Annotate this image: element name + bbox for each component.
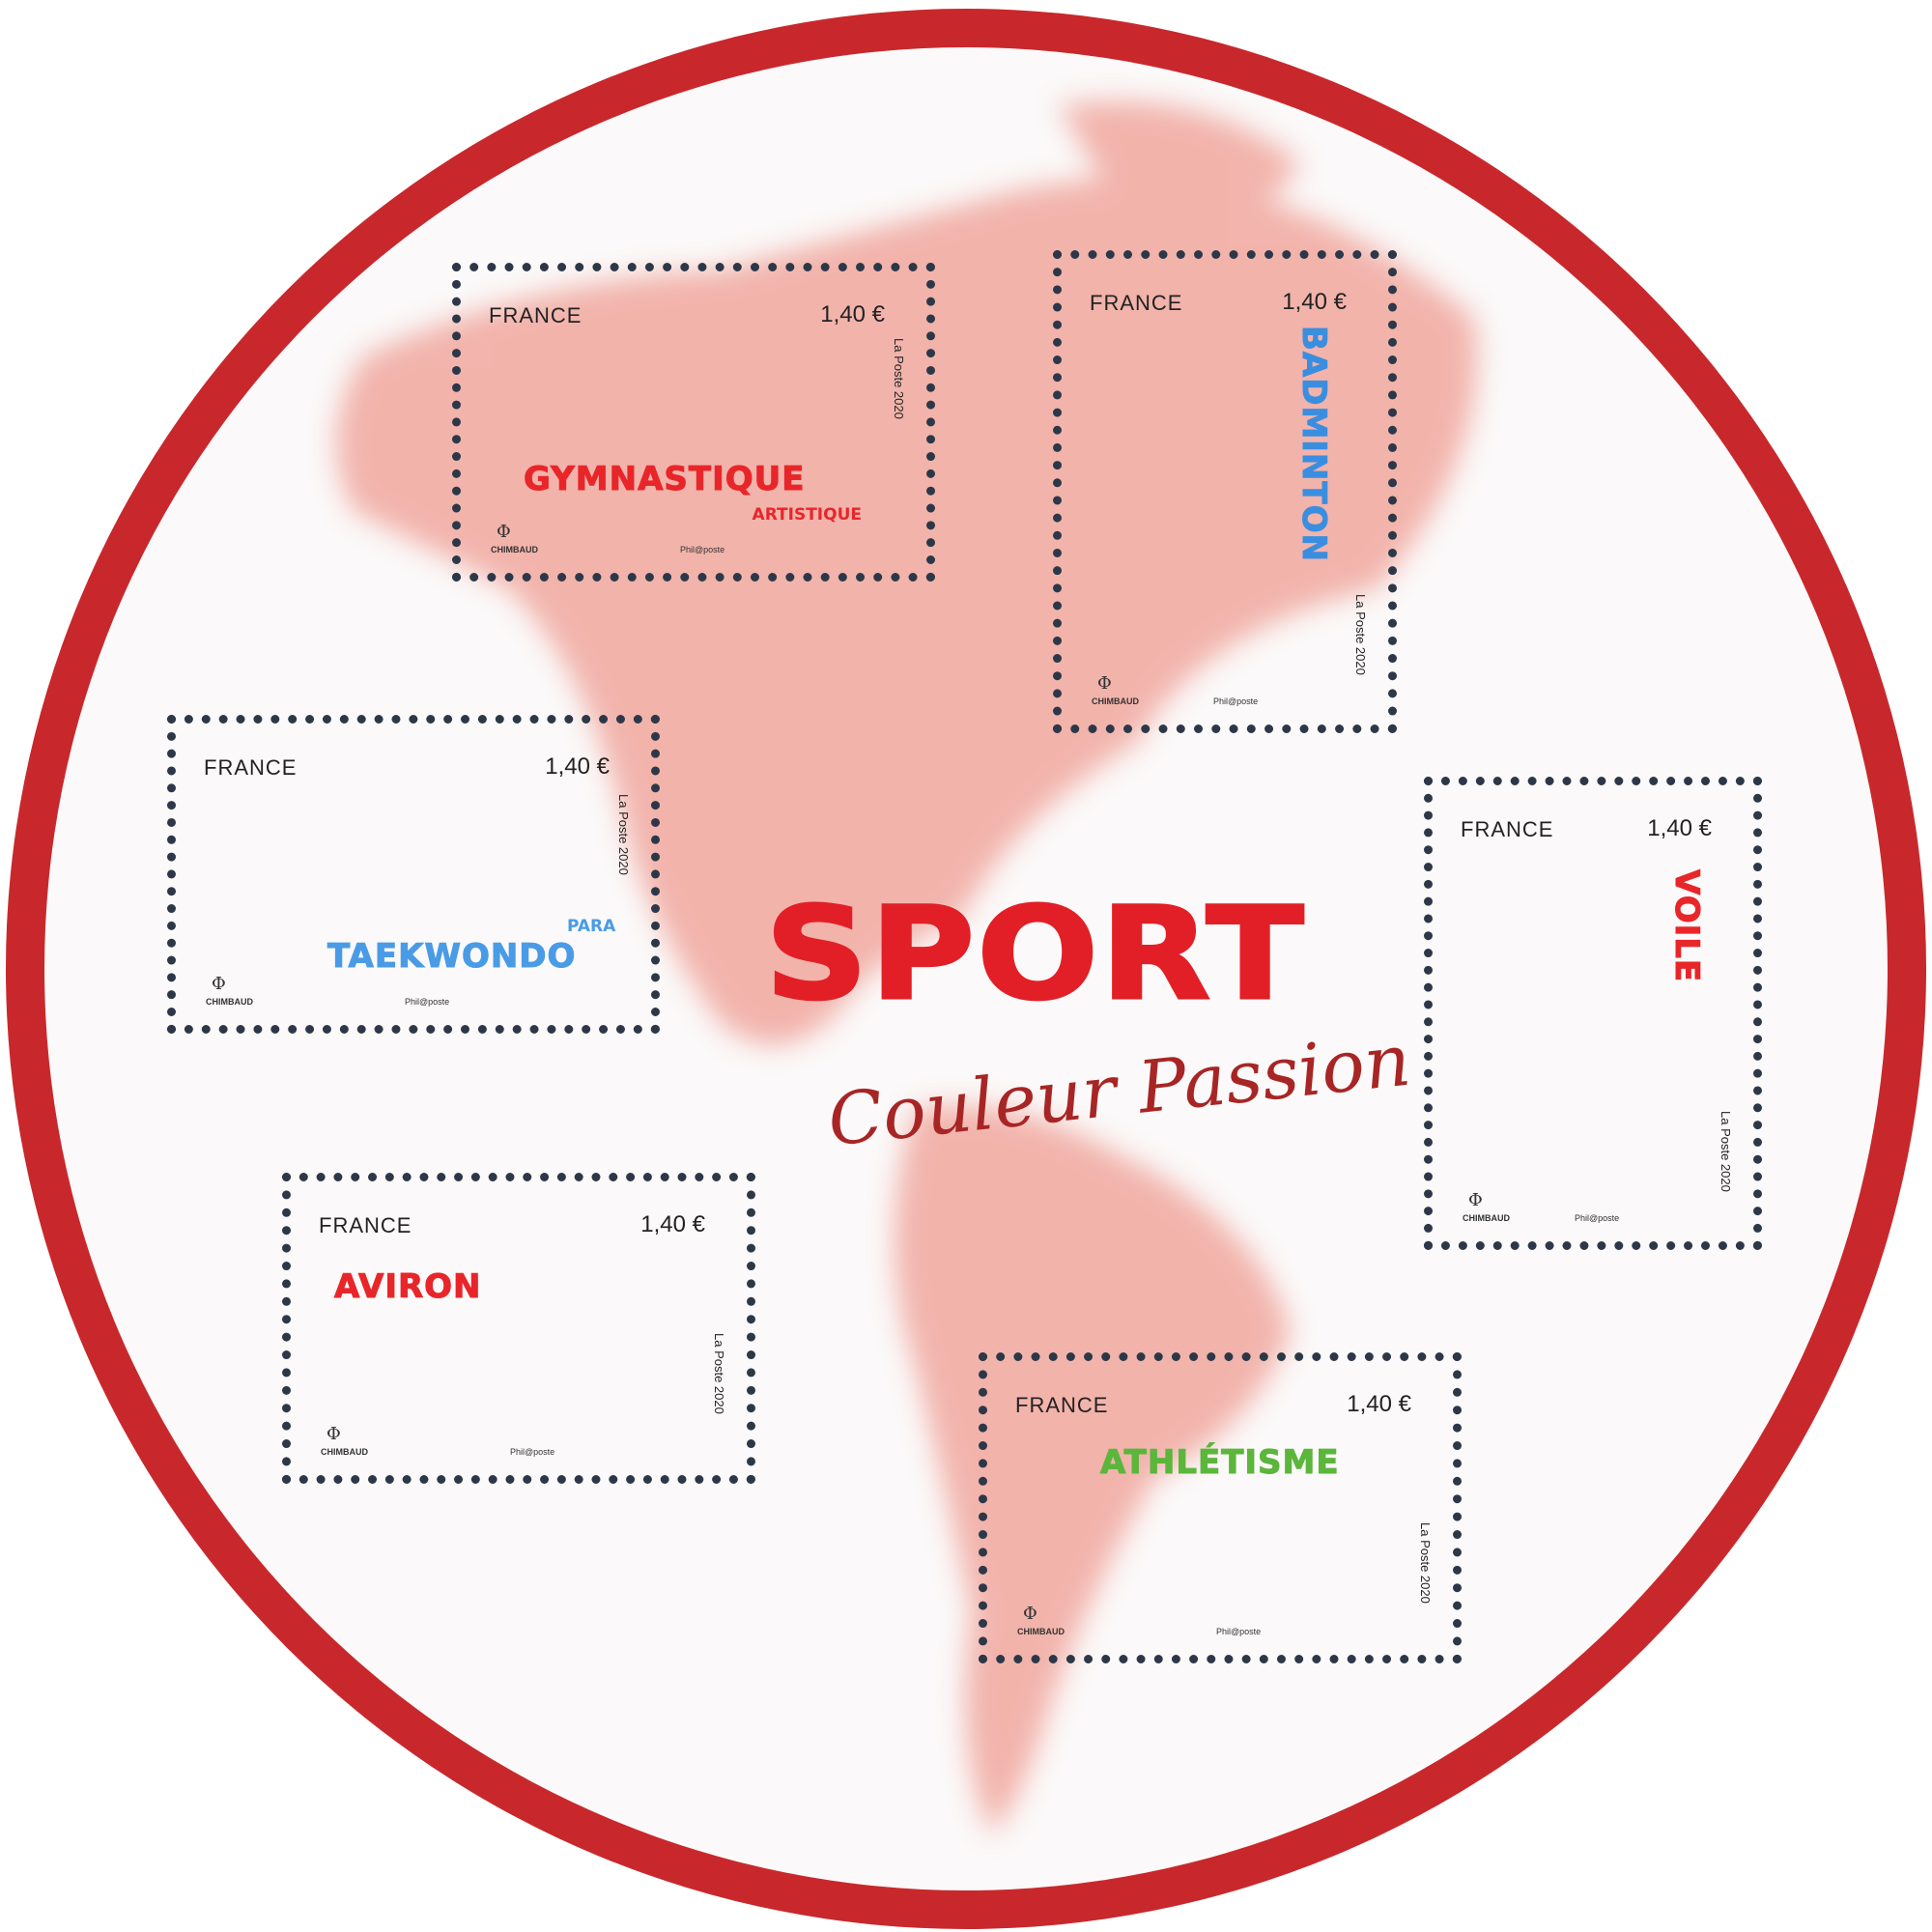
perforation xyxy=(979,1352,1462,1663)
phi-logo-icon: Φ xyxy=(212,974,226,994)
stamp-printer: Phil@poste xyxy=(1213,696,1259,706)
phi-logo-icon: Φ xyxy=(327,1424,341,1444)
stamp-value: 1,40 € xyxy=(1282,289,1347,315)
perforation xyxy=(167,715,660,1034)
sheet-background: SPORT Couleur Passion FRANCE 1,40 € La P… xyxy=(44,47,1888,1890)
stamp-printer: Phil@poste xyxy=(1216,1627,1262,1636)
stamp-value: 1,40 € xyxy=(820,301,885,327)
americas-map-watercolor xyxy=(336,101,1477,1834)
stamp-gymnastique: FRANCE 1,40 € La Poste 2020 Φ CHIMBAUD P… xyxy=(452,263,935,582)
stamp-voile: FRANCE 1,40 € La Poste 2020 Φ CHIMBAUD P… xyxy=(1424,777,1762,1250)
stamp-face: FRANCE 1,40 € La Poste 2020 Φ CHIMBAUD P… xyxy=(1068,266,1381,718)
stamp-taekwondo: FRANCE 1,40 € La Poste 2020 Φ CHIMBAUD P… xyxy=(167,715,660,1034)
phi-logo-icon: Φ xyxy=(1097,673,1112,694)
stamp-subtitle: ARTISTIQUE xyxy=(752,505,862,525)
souvenir-sheet: SPORT Couleur Passion FRANCE 1,40 € La P… xyxy=(6,9,1926,1929)
stamp-title: ATHLÉTISME xyxy=(1100,1443,1340,1482)
stamp-aviron: FRANCE 1,40 € La Poste 2020 Φ CHIMBAUD P… xyxy=(282,1173,755,1484)
stamp-printer: Phil@poste xyxy=(510,1447,555,1457)
stamp-designer: CHIMBAUD xyxy=(1463,1213,1510,1223)
stamp-country: FRANCE xyxy=(1090,291,1183,315)
stamp-country: FRANCE xyxy=(489,303,582,327)
stamp-printer: Phil@poste xyxy=(1575,1213,1620,1223)
stamp-printer: Phil@poste xyxy=(680,545,725,554)
perforation xyxy=(282,1173,755,1484)
stamp-imprint: La Poste 2020 xyxy=(1418,1522,1433,1604)
stamp-designer: CHIMBAUD xyxy=(1092,696,1139,706)
stamp-designer: CHIMBAUD xyxy=(321,1447,368,1457)
stamp-designer: CHIMBAUD xyxy=(491,545,538,554)
stamp-designer: CHIMBAUD xyxy=(1017,1627,1065,1636)
stamp-title: BADMINTON xyxy=(1293,326,1333,563)
phi-logo-icon: Φ xyxy=(497,522,511,542)
stamp-title: VOILE xyxy=(1666,868,1706,983)
stamp-country: FRANCE xyxy=(1015,1393,1109,1417)
stamp-face: FRANCE 1,40 € La Poste 2020 Φ CHIMBAUD P… xyxy=(1439,792,1747,1235)
perforation xyxy=(1424,777,1762,1250)
stamp-designer: CHIMBAUD xyxy=(206,997,253,1007)
perforation xyxy=(1053,250,1397,733)
phi-logo-icon: Φ xyxy=(1023,1604,1037,1624)
stamp-face: FRANCE 1,40 € La Poste 2020 Φ CHIMBAUD P… xyxy=(994,1368,1446,1648)
stamp-country: FRANCE xyxy=(1461,817,1554,841)
stamp-title: TAEKWONDO xyxy=(327,937,577,976)
stamp-value: 1,40 € xyxy=(1647,815,1712,841)
stamp-country: FRANCE xyxy=(204,755,298,780)
stamp-subtitle: PARA xyxy=(567,917,616,936)
stamp-value: 1,40 € xyxy=(1347,1391,1411,1417)
stamp-imprint: La Poste 2020 xyxy=(892,338,906,419)
stamp-imprint: La Poste 2020 xyxy=(616,794,631,875)
stamp-athletisme: FRANCE 1,40 € La Poste 2020 Φ CHIMBAUD P… xyxy=(979,1352,1462,1663)
stamp-face: FRANCE 1,40 € La Poste 2020 Φ CHIMBAUD P… xyxy=(298,1188,740,1468)
stamp-value: 1,40 € xyxy=(545,753,610,780)
phi-logo-icon: Φ xyxy=(1468,1190,1483,1210)
sheet-title: SPORT xyxy=(763,880,1306,1029)
stamp-imprint: La Poste 2020 xyxy=(1719,1111,1733,1192)
stamp-value: 1,40 € xyxy=(640,1211,705,1237)
stamp-imprint: La Poste 2020 xyxy=(712,1333,726,1414)
stamp-face: FRANCE 1,40 € La Poste 2020 Φ CHIMBAUD P… xyxy=(183,730,644,1018)
stamp-imprint: La Poste 2020 xyxy=(1353,594,1368,675)
stamp-printer: Phil@poste xyxy=(405,997,450,1007)
stamp-country: FRANCE xyxy=(319,1213,412,1237)
stamp-title: AVIRON xyxy=(334,1267,482,1306)
stamp-badminton: FRANCE 1,40 € La Poste 2020 Φ CHIMBAUD P… xyxy=(1053,250,1397,733)
perforation xyxy=(452,263,935,582)
stamp-title: GYMNASTIQUE xyxy=(523,460,806,498)
stamp-face: FRANCE 1,40 € La Poste 2020 Φ CHIMBAUD P… xyxy=(468,278,920,566)
